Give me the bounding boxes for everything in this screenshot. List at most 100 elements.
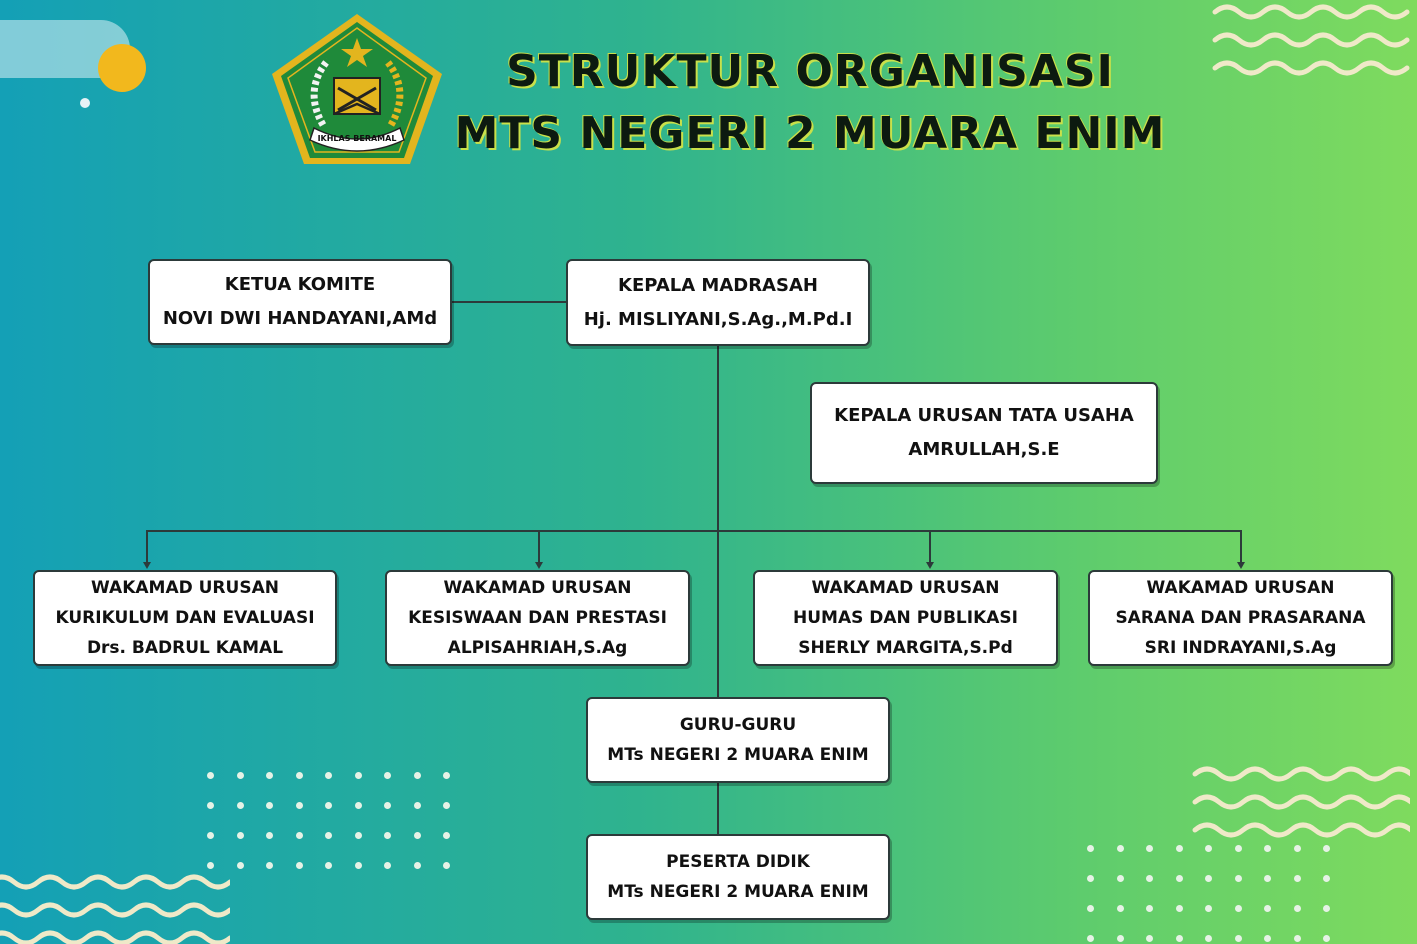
decor-waves-top-right <box>1212 4 1410 76</box>
decor-dot <box>325 832 332 839</box>
decor-dot <box>1116 905 1124 912</box>
role-label: PESERTA DIDIK <box>666 852 810 872</box>
decor-dot <box>1234 905 1242 912</box>
decor-dot <box>384 832 391 839</box>
decor-dot <box>266 832 273 839</box>
page-title-line2: MTS NEGERI 2 MUARA ENIM <box>454 108 1166 159</box>
arrow-icon <box>926 562 934 569</box>
decor-dot <box>1293 845 1301 852</box>
decor-waves-bottom-left <box>0 874 230 944</box>
role-label: KETUA KOMITE <box>224 274 376 295</box>
decor-dot <box>1205 905 1212 912</box>
role-label: WAKAMAD URUSAN <box>443 578 632 598</box>
connector-komite-kepala <box>452 301 566 303</box>
decor-dot <box>1323 875 1330 882</box>
decor-dot <box>413 862 421 869</box>
decor-dot <box>295 832 303 839</box>
decor-dot <box>1264 935 1271 942</box>
kemenag-logo: IKHLAS BERAMAL <box>272 14 442 164</box>
role-detail: KURIKULUM DAN EVALUASI <box>55 608 315 628</box>
person-name: MTs NEGERI 2 MUARA ENIM <box>607 882 869 902</box>
decor-dot <box>236 802 244 809</box>
decor-dot <box>384 862 391 869</box>
decor-dot <box>354 772 362 779</box>
decor-dot <box>1087 905 1094 912</box>
decor-dot <box>384 772 391 779</box>
decor-dot <box>384 802 391 809</box>
decor-dot <box>1293 935 1301 942</box>
decor-dot <box>443 802 450 809</box>
decor-dot <box>207 862 214 869</box>
box-kepala-madrasah: KEPALA MADRASAH Hj. MISLIYANI,S.Ag.,M.Pd… <box>566 259 870 346</box>
box-wakamad-kesiswaan: WAKAMAD URUSAN KESISWAAN DAN PRESTASI AL… <box>385 570 690 666</box>
logo-motto: IKHLAS BERAMAL <box>318 134 397 143</box>
decor-dot <box>236 772 244 779</box>
role-label: WAKAMAD URUSAN <box>1146 578 1335 598</box>
connector-kepala-trunk <box>717 346 719 698</box>
decor-dot <box>325 772 332 779</box>
decor-dot <box>325 802 332 809</box>
decor-small-dot <box>80 98 90 108</box>
person-name: NOVI DWI HANDAYANI,AMd <box>162 308 438 329</box>
person-name: Hj. MISLIYANI,S.Ag.,M.Pd.I <box>583 308 853 330</box>
decor-dot <box>295 802 303 809</box>
decor-dot <box>1116 875 1124 882</box>
box-tata-usaha: KEPALA URUSAN TATA USAHA AMRULLAH,S.E <box>810 382 1158 484</box>
connector-wakamad-bar <box>147 530 1242 532</box>
person-name: AMRULLAH,S.E <box>908 439 1060 460</box>
decor-dot <box>354 832 362 839</box>
decor-dot <box>1087 845 1094 852</box>
decor-dot <box>1293 905 1301 912</box>
decor-dot <box>1323 845 1330 852</box>
decor-dot <box>354 862 362 869</box>
decor-dot <box>1175 875 1183 882</box>
decor-dot <box>1264 905 1271 912</box>
decor-dot <box>266 862 273 869</box>
decor-dot <box>1146 875 1153 882</box>
decor-dot <box>1146 935 1153 942</box>
decor-dot <box>354 802 362 809</box>
decor-dot <box>1146 905 1153 912</box>
decor-dot <box>1264 845 1271 852</box>
decor-dot <box>443 862 450 869</box>
role-label: KEPALA URUSAN TATA USAHA <box>834 405 1134 426</box>
box-guru-guru: GURU-GURU MTs NEGERI 2 MUARA ENIM <box>586 697 890 783</box>
connector-guru-peserta <box>717 782 719 834</box>
decor-dot <box>266 772 273 779</box>
decor-dot <box>1087 875 1094 882</box>
decor-dot <box>1205 845 1212 852</box>
decor-dot <box>1175 845 1183 852</box>
box-wakamad-humas: WAKAMAD URUSAN HUMAS DAN PUBLIKASI SHERL… <box>753 570 1058 666</box>
decor-dot <box>295 862 303 869</box>
role-label: KEPALA MADRASAH <box>618 274 818 296</box>
role-label: GURU-GURU <box>679 715 797 735</box>
decor-dot <box>443 832 450 839</box>
box-wakamad-sarana: WAKAMAD URUSAN SARANA DAN PRASARANA SRI … <box>1088 570 1393 666</box>
decor-dot <box>1116 845 1124 852</box>
person-name: SRI INDRAYANI,S.Ag <box>1144 638 1337 658</box>
decor-dot <box>325 862 332 869</box>
decor-dot <box>1205 875 1212 882</box>
decor-dot <box>1323 905 1330 912</box>
decor-dot <box>207 772 214 779</box>
decor-dot <box>413 802 421 809</box>
decor-dot <box>1323 935 1330 942</box>
decor-dot <box>236 862 244 869</box>
person-name: MTs NEGERI 2 MUARA ENIM <box>607 745 869 765</box>
connector-drop-2 <box>538 530 540 563</box>
role-detail: KESISWAAN DAN PRESTASI <box>408 608 667 628</box>
person-name: SHERLY MARGITA,S.Pd <box>798 638 1013 658</box>
decor-dot <box>1234 875 1242 882</box>
decor-dot <box>1116 935 1124 942</box>
arrow-icon <box>1237 562 1245 569</box>
decor-dot <box>1175 935 1183 942</box>
connector-drop-4 <box>1240 530 1242 563</box>
decor-yellow-circle <box>98 44 146 92</box>
decor-dot <box>207 832 214 839</box>
decor-dot <box>236 832 244 839</box>
box-ketua-komite: KETUA KOMITE NOVI DWI HANDAYANI,AMd <box>148 259 452 345</box>
role-label: WAKAMAD URUSAN <box>91 578 279 598</box>
decor-dot <box>1264 875 1271 882</box>
decor-waves-bottom-right <box>1192 766 1410 838</box>
decor-dot <box>295 772 303 779</box>
